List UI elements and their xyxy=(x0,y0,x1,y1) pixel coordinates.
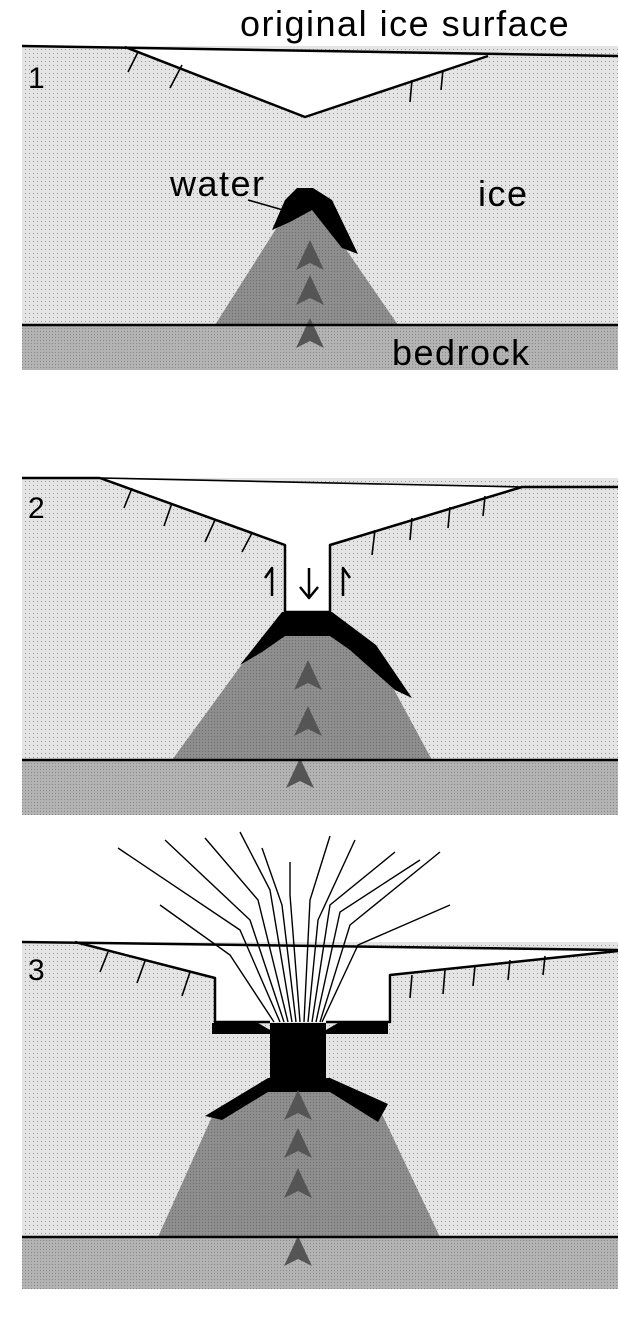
stage-2-depression-top xyxy=(99,477,523,488)
stage-1-panel: 1 original ice surface water ice bedrock xyxy=(21,3,619,373)
stage-1-crevasse-ticks xyxy=(127,51,444,103)
stage-1-arrow-1 xyxy=(296,240,324,270)
stage-2-up-arrow-left xyxy=(263,566,274,596)
stage-2-arrow-2 xyxy=(294,706,322,736)
stage-3-volcano xyxy=(158,1078,440,1237)
stage-3-crevasse-ticks xyxy=(99,951,546,999)
stage-1-depression-edge xyxy=(124,45,489,119)
stage-1-water-cap xyxy=(272,188,358,254)
stage-2-number: 2 xyxy=(28,492,46,525)
stage-3-arrow-2 xyxy=(284,1128,312,1158)
stage-3-depression-edge xyxy=(74,940,619,1024)
stage-1-arrow-3 xyxy=(296,318,324,348)
stage-3-ice-surface-line xyxy=(21,940,619,952)
bedrock-label: bedrock xyxy=(392,332,531,373)
stage-2-magma-arrows xyxy=(286,660,322,788)
stage-2-arrow-1 xyxy=(294,660,322,690)
stage-3-magma-arrows xyxy=(284,1090,312,1266)
stage-2-arrow-3 xyxy=(286,758,314,788)
stage-3-arrow-1 xyxy=(284,1090,312,1120)
stage-1-bedrock xyxy=(22,325,618,370)
stage-2-water-cap xyxy=(240,612,412,698)
stage-1-number: 1 xyxy=(28,62,46,95)
ice-label: ice xyxy=(478,173,529,214)
stage-2-down-arrow-center xyxy=(299,568,319,600)
stage-2-depression xyxy=(100,478,522,612)
stage-1-ice-surface-line xyxy=(21,44,619,58)
stage-1-depression xyxy=(125,47,488,117)
water-label: water xyxy=(169,163,266,204)
stage-3-water-ledge-left xyxy=(212,1023,270,1034)
original-ice-surface-label: original ice surface xyxy=(240,3,570,44)
stage-2-subsidence-arrows xyxy=(263,566,352,600)
stage-3-water-plug xyxy=(270,1023,326,1079)
stage-3-eruption-plume xyxy=(117,831,451,1023)
stage-2-up-arrow-right xyxy=(341,566,352,596)
stage-2-bedrock xyxy=(22,760,618,815)
stage-3-bedrock xyxy=(22,1237,618,1289)
stage-3-depression xyxy=(75,942,618,1022)
water-label-leader xyxy=(247,199,291,213)
stage-3-water-ledge-right xyxy=(326,1023,388,1034)
stage-2-crevasse-ticks xyxy=(123,487,486,556)
stage-3-number: 3 xyxy=(28,954,46,987)
stage-3-arrow-4 xyxy=(284,1236,312,1266)
stage-3-panel: 3 xyxy=(21,831,619,1289)
stage-2-panel: 2 xyxy=(22,476,618,815)
stage-1-arrow-2 xyxy=(296,275,324,305)
stage-3-arrow-3 xyxy=(284,1168,312,1198)
stage-2-depression-edge xyxy=(99,476,523,614)
stage-3-water-cap xyxy=(205,1078,388,1122)
stage-1-magma-arrows xyxy=(296,240,324,348)
